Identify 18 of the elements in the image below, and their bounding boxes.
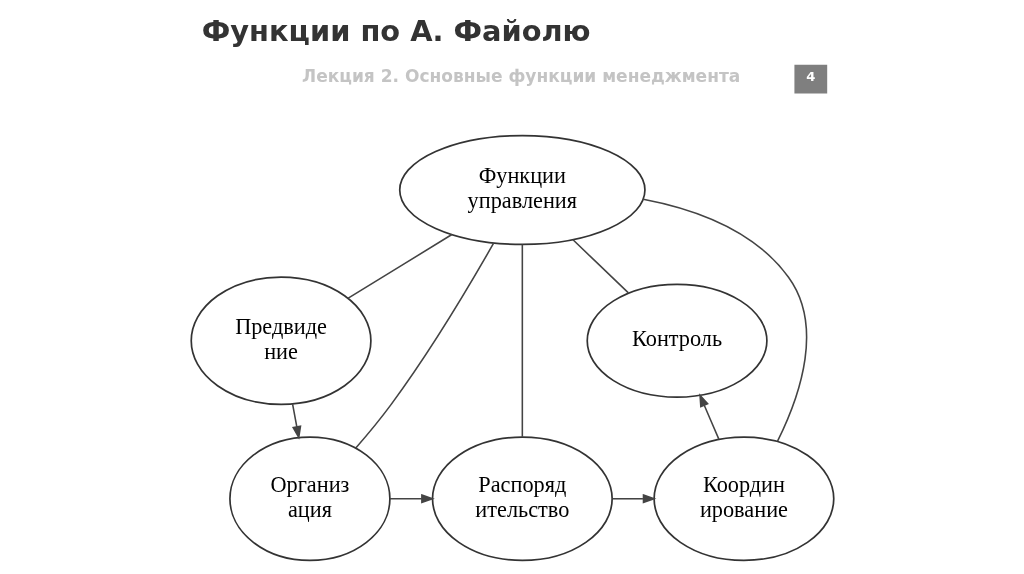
label: Лекция 2. Основные функции менеджмента — [301, 66, 740, 87]
arrow — [611, 494, 656, 504]
diagram-title: Функции по А. Файолю — [201, 13, 591, 48]
connector — [571, 239, 629, 294]
connector — [354, 242, 494, 449]
connector — [347, 233, 453, 299]
node-ellipse: Предвиде ние — [189, 276, 372, 406]
arrow — [698, 393, 720, 440]
arrow — [388, 494, 435, 504]
connector — [642, 198, 807, 442]
node-ellipse: Координ ирование — [652, 436, 835, 562]
label: 4 — [805, 69, 815, 85]
connector — [521, 243, 523, 438]
node-ellipse: Контроль — [585, 283, 768, 398]
node-ellipse: Организ ация — [228, 436, 391, 562]
node-ellipse: Функции управления — [398, 134, 646, 246]
node-ellipse: Распоряд ительство — [431, 436, 613, 562]
arrow — [291, 403, 301, 440]
